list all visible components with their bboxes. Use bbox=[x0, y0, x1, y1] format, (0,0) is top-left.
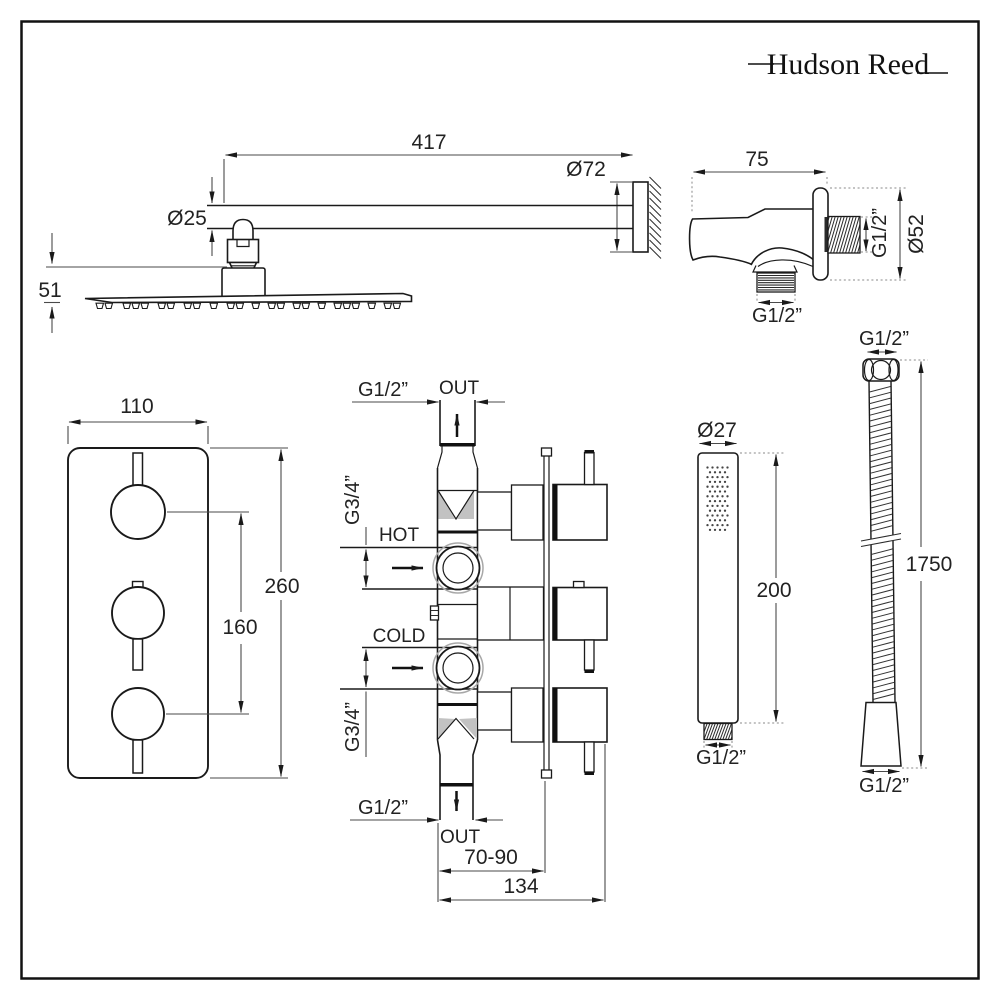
middle-handle-pin bbox=[583, 639, 595, 671]
label-side-thread: G1/2” bbox=[869, 208, 891, 258]
dim-plate-width: 110 bbox=[120, 395, 153, 418]
hose-ribs bbox=[869, 386, 895, 700]
dim-plate-dia: Ø52 bbox=[905, 214, 928, 254]
valve-handle-top bbox=[552, 483, 608, 541]
dim-head-depth: 51 bbox=[38, 279, 61, 302]
hose-nut bbox=[862, 358, 900, 382]
arm-wall-flange bbox=[632, 181, 649, 253]
control-plate: 110 260 160 bbox=[67, 395, 300, 779]
shower-hose: G1/2” G1/2” 1750 bbox=[859, 328, 952, 797]
label-bottom-thread: G1/2” bbox=[358, 797, 408, 819]
middle-handle-knob bbox=[111, 586, 165, 640]
label-hose-thread-top: G1/2” bbox=[859, 328, 909, 350]
valve-handle-middle bbox=[552, 586, 608, 641]
bottom-port bbox=[476, 691, 513, 731]
body-stub bbox=[429, 605, 440, 621]
top-port bbox=[476, 491, 513, 531]
label-top-thread: G1/2” bbox=[358, 379, 408, 401]
label-hot-thread: G3/4” bbox=[342, 475, 364, 525]
handset-thread-hatch bbox=[704, 724, 732, 739]
bottom-handle-knob bbox=[111, 687, 165, 741]
dim-handset-length: 200 bbox=[756, 579, 791, 602]
wall-hatch bbox=[649, 176, 662, 259]
bottom-handle-lever bbox=[132, 739, 144, 774]
side-thread-hatch bbox=[828, 217, 860, 253]
brand-name: Hudson Reed bbox=[767, 48, 929, 81]
bottom-cartridge bbox=[510, 687, 544, 743]
elbow-body bbox=[691, 208, 813, 220]
top-cartridge bbox=[510, 484, 544, 541]
dim-handle-spacing: 160 bbox=[222, 616, 257, 639]
label-bottom-thread: G1/2” bbox=[752, 305, 802, 327]
valve-body: G1/2” OUT HOT COLD G3/4” G3/4” bbox=[340, 378, 608, 903]
bottom-thread-ribs bbox=[758, 274, 794, 291]
dim-elbow-projection: 75 bbox=[745, 148, 768, 171]
handset-spray-face bbox=[706, 466, 729, 532]
plate-shadow bbox=[824, 217, 828, 252]
top-handle-lever bbox=[132, 452, 144, 487]
dim-arm-length: 417 bbox=[411, 131, 446, 154]
middle-handle-lever bbox=[132, 638, 144, 671]
dim-handset-dia: Ø27 bbox=[697, 419, 737, 442]
label-hot: HOT bbox=[379, 525, 420, 546]
handset-body bbox=[697, 452, 739, 724]
dim-body-width: 134 bbox=[503, 875, 538, 898]
top-handle-pin bbox=[583, 451, 595, 486]
shower-head-plate bbox=[84, 292, 413, 304]
brand-logo: Hudson Reed bbox=[748, 48, 948, 81]
dim-plate-height: 260 bbox=[264, 575, 299, 598]
hose-break-mark bbox=[861, 533, 901, 547]
label-hose-thread-bottom: G1/2” bbox=[859, 775, 909, 797]
wall-outlet-elbow: 75 G1/2” Ø52 G1/2” bbox=[688, 148, 928, 327]
elbow-dome bbox=[750, 247, 818, 266]
label-handset-thread: G1/2” bbox=[696, 747, 746, 769]
arm-swivel-joint bbox=[221, 218, 266, 298]
label-top-out: OUT bbox=[439, 378, 480, 399]
top-handle-knob bbox=[110, 484, 166, 540]
hose-cone-end bbox=[860, 701, 902, 767]
label-cold: COLD bbox=[373, 626, 426, 647]
dim-arm-dia: Ø25 bbox=[167, 207, 207, 230]
dim-recess-depth: 70-90 bbox=[464, 846, 518, 869]
shower-nozzles bbox=[95, 302, 402, 310]
valve-handle-bottom bbox=[552, 687, 608, 743]
middle-handle-nub bbox=[572, 580, 585, 589]
dim-flange-dia: Ø72 bbox=[566, 158, 606, 181]
page-border bbox=[20, 20, 980, 980]
shower-head-assembly: 417 Ø72 Ø25 51 bbox=[38, 131, 662, 333]
label-cold-thread: G3/4” bbox=[342, 702, 364, 752]
dim-hose-length: 1750 bbox=[906, 553, 953, 576]
label-bottom-out: OUT bbox=[440, 827, 481, 848]
bottom-handle-pin bbox=[583, 741, 595, 773]
handset: Ø27 G1/2” 200 bbox=[696, 419, 792, 769]
